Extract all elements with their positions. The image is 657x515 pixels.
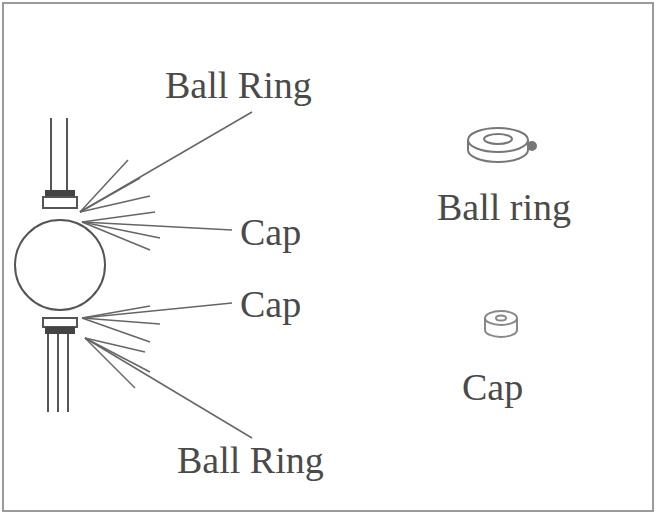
ball-ring-bottom: [45, 327, 75, 334]
frame: [3, 3, 653, 511]
part-label: Ball Ring: [177, 441, 324, 479]
cap-icon: [485, 311, 517, 337]
ball-ring-icon: [468, 128, 536, 162]
part-label: Cap: [240, 285, 301, 323]
cap-top: [43, 197, 77, 208]
ball: [15, 220, 105, 310]
leader-lines: [80, 112, 252, 438]
part-label: Cap: [240, 213, 301, 251]
part-label: Cap: [462, 368, 523, 406]
part-label: Ball ring: [437, 188, 571, 226]
ball-ring-top: [45, 190, 75, 197]
part-label: Ball Ring: [165, 66, 312, 104]
cap-bottom: [43, 318, 77, 327]
